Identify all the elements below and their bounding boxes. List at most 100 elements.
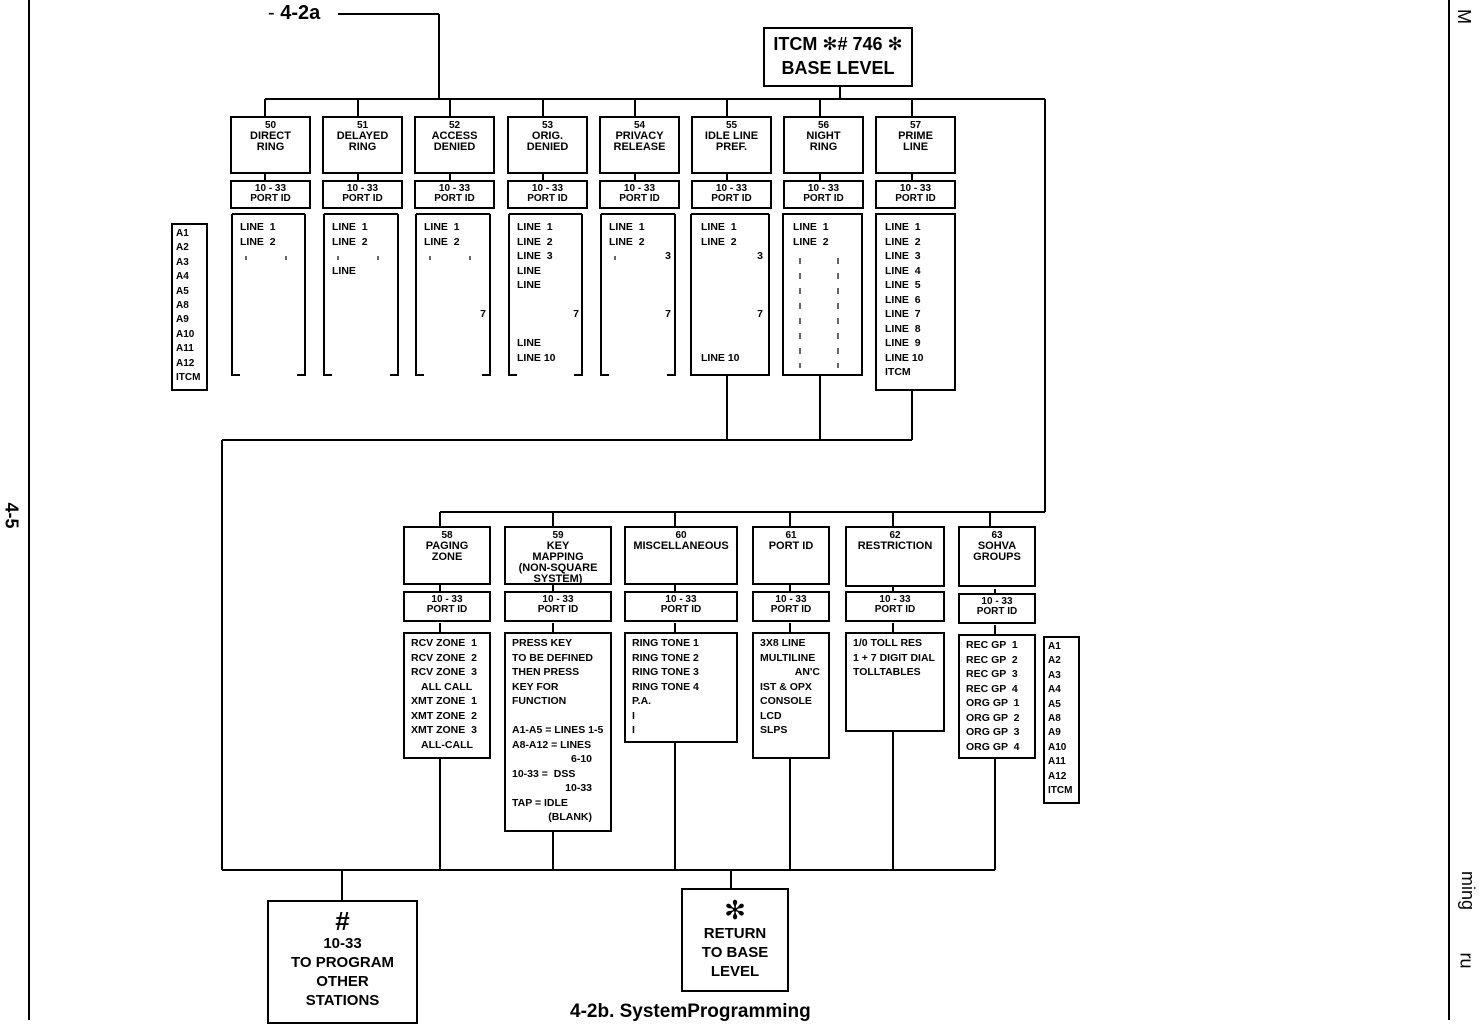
line-item: LINE 1 <box>701 221 737 233</box>
port-range: 10 - 33 <box>542 594 574 605</box>
feature-title: ORIG. <box>531 130 564 142</box>
feature-code: 56 <box>817 120 830 131</box>
feature-title: IDLE LINE <box>704 130 759 142</box>
line-item: 3 <box>757 250 763 262</box>
line-item <box>332 249 406 264</box>
port-label: PORT ID <box>660 604 702 615</box>
option-item: 10-33 <box>565 782 592 794</box>
port-label: PORT ID <box>770 604 812 615</box>
key-label: A10 <box>1048 741 1067 753</box>
option-item: A8-A12 = LINES <box>512 738 592 751</box>
feature-title: PREF. <box>715 141 748 153</box>
edge-letter-mid: ming <box>1458 870 1479 911</box>
feature-code: 55 <box>725 120 738 131</box>
line-item: LINE 1 <box>793 221 829 233</box>
key-label: A12 <box>176 357 195 369</box>
line-item: LINE <box>517 279 541 291</box>
line-item: LINE <box>332 264 356 277</box>
option-item: REC GP 1 <box>966 639 1018 651</box>
base-title: ITCM ✻# 746 ✻ <box>773 34 903 54</box>
option-item: ORG GP 1 <box>966 697 1020 709</box>
port-range: 10 - 33 <box>879 594 911 605</box>
key-label: ITCM <box>176 372 201 384</box>
option-item: MULTILINE <box>760 651 816 664</box>
port-range: 10 - 33 <box>346 183 379 194</box>
feature-title: DIRECT <box>250 130 291 142</box>
key-label: A4 <box>1048 684 1061 696</box>
line-item: LINE 1 <box>240 221 276 233</box>
option-item: REC GP 4 <box>966 682 1018 695</box>
port-label: PORT ID <box>874 604 916 615</box>
feature-title: PAGING <box>425 540 469 552</box>
feature-title: ACCESS <box>431 130 478 142</box>
feature-code: 54 <box>633 120 646 131</box>
line-item: LINE 3 <box>517 250 553 262</box>
option-item: CONSOLE <box>760 695 812 707</box>
line-item: LINE 10 <box>885 351 924 364</box>
feature-title: PORT ID <box>768 540 814 552</box>
option-item: AN'C <box>794 666 820 678</box>
line-item: LINE 2 <box>332 235 368 248</box>
line-item: LINE 2 <box>517 235 553 248</box>
key-label: A5 <box>176 285 189 297</box>
feature-title: KEY <box>546 540 570 552</box>
option-item: RING TONE 3 <box>632 666 699 678</box>
feature-code: 52 <box>448 120 461 131</box>
key-label: A10 <box>176 328 195 340</box>
option-item: IST & OPX <box>760 680 812 693</box>
key-label: A3 <box>1048 669 1061 681</box>
key-label: A12 <box>1048 770 1067 782</box>
port-range: 10 - 33 <box>623 183 656 194</box>
option-item: TO BE DEFINED <box>512 651 593 664</box>
edge-letter-bottom: ru <box>1456 952 1477 969</box>
line-item: LINE 1 <box>885 221 921 233</box>
feature-title: SYSTEM) <box>533 573 583 585</box>
port-label: PORT ID <box>527 193 568 204</box>
asterisk-icon: ✻ <box>724 895 746 925</box>
line-item: LINE <box>517 337 541 349</box>
port-range: 10 - 33 <box>431 594 463 605</box>
port-label: PORT ID <box>434 193 475 204</box>
feature-code: 53 <box>541 120 554 131</box>
line-item <box>424 264 498 279</box>
line-item: LINE 10 <box>701 351 740 364</box>
option-item: 6-10 <box>570 753 592 765</box>
option-item: A1-A5 = LINES 1-5 <box>512 724 604 736</box>
port-range: 10 - 33 <box>254 183 287 194</box>
option-item: XMT ZONE 3 <box>411 724 477 736</box>
line-item <box>424 293 498 308</box>
option-item: TAP = IDLE <box>512 796 568 809</box>
port-label: PORT ID <box>426 604 468 615</box>
feature-title: RELEASE <box>613 141 666 153</box>
line-item: LINE 2 <box>885 235 921 248</box>
option-item: 10-33 = DSS <box>512 767 576 780</box>
line-item: LINE 1 <box>424 221 460 233</box>
feature-code: 58 <box>441 530 453 541</box>
exit-program-other-stations-box: # 10-33 TO PROGRAM OTHER STATIONS <box>267 900 418 1024</box>
return-to-base-level-box: ✻ RETURN TO BASE LEVEL <box>681 888 789 992</box>
option-item: REC GP 2 <box>966 653 1018 666</box>
option-item: 1/0 TOLL RES <box>853 637 923 649</box>
line-item <box>517 293 591 308</box>
option-item <box>512 709 606 724</box>
line-item <box>609 278 683 293</box>
line-item: LINE 8 <box>885 322 921 335</box>
option-item: XMT ZONE 2 <box>411 709 477 722</box>
option-item: THEN PRESS <box>512 666 580 678</box>
